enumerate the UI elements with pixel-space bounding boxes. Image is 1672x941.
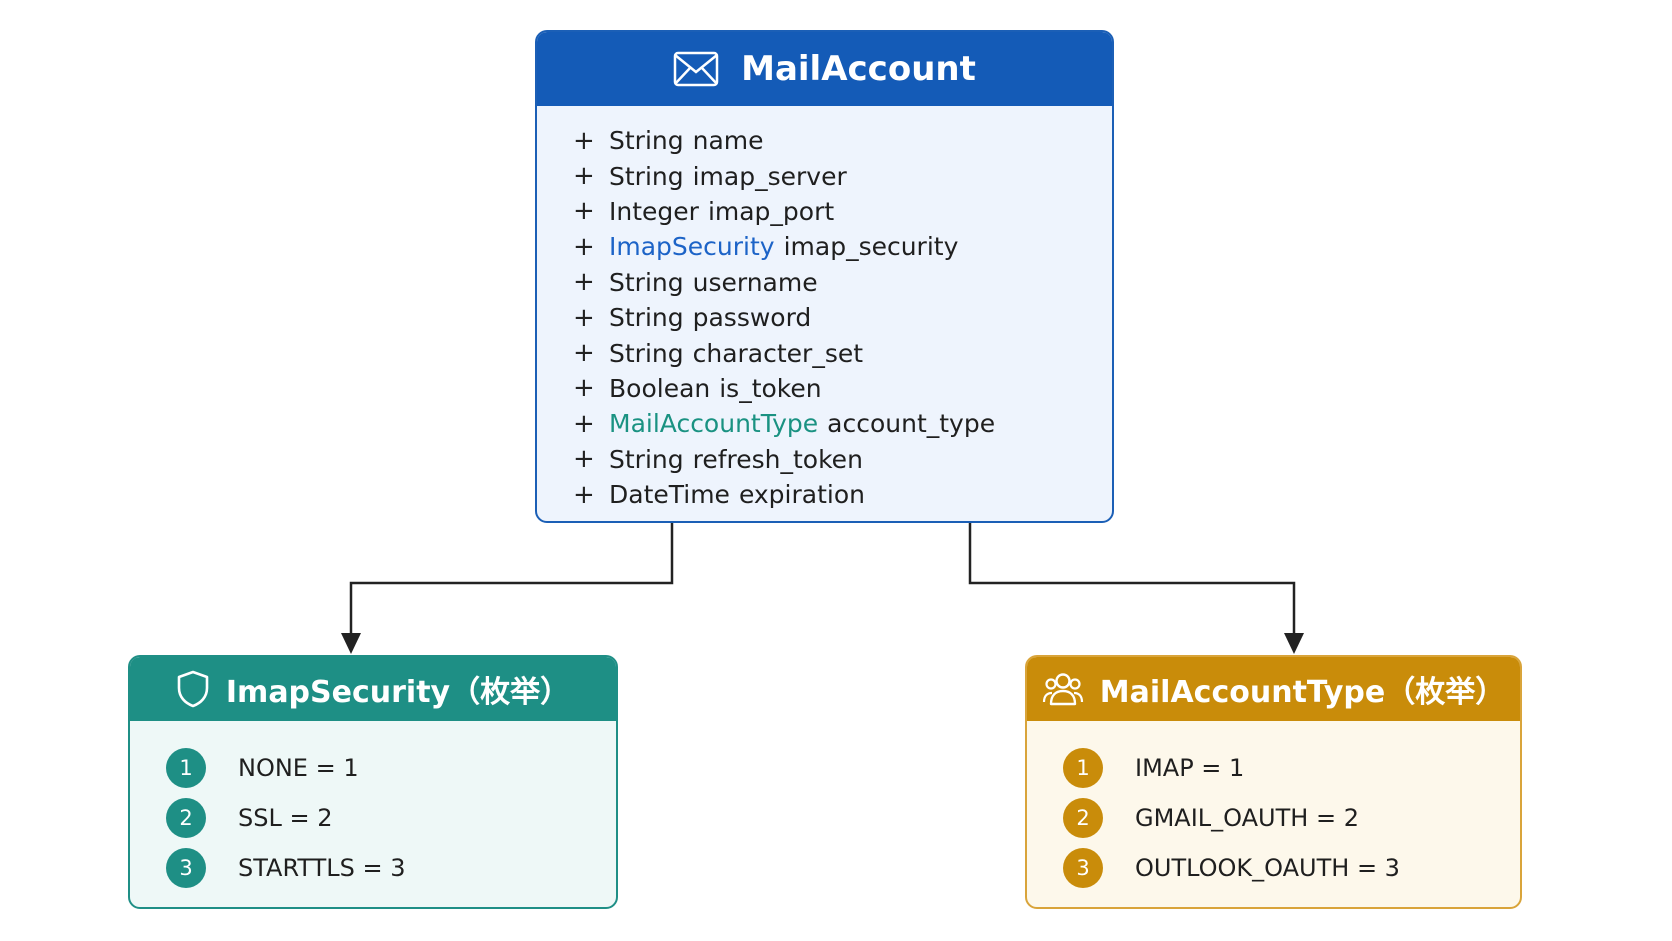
mailaccounttype-enum-box: MailAccountType（枚举） 1 IMAP = 1 2 GMAIL_OAUT… (1025, 655, 1522, 909)
field-name: character_set (692, 338, 864, 368)
field-row: + DateTime expiration (537, 477, 1112, 512)
field-type: DateTime (609, 480, 730, 510)
field-visibility-marker: + (573, 231, 595, 262)
field-visibility-marker: + (573, 373, 595, 404)
field-type: ImapSecurity (609, 232, 775, 262)
enum-value-label: IMAP = 1 (1135, 754, 1245, 782)
field-name: account_type (827, 409, 996, 439)
imapsecurity-enum-box: ImapSecurity（枚举） 1 NONE = 1 2 SSL = 2 3 START… (128, 655, 618, 909)
field-type: Integer (609, 196, 699, 226)
enum-number-badge: 2 (166, 798, 206, 838)
field-name: expiration (738, 480, 865, 510)
field-type: String (609, 338, 684, 368)
enum-value-row: 2 GMAIL_OAUTH = 2 (1027, 793, 1520, 843)
field-visibility-marker: + (573, 196, 595, 227)
imapsecurity-values: 1 NONE = 1 2 SSL = 2 3 STARTTLS = 3 (130, 721, 616, 893)
enum-value-row: 3 STARTTLS = 3 (130, 843, 616, 893)
field-type: Boolean (609, 373, 711, 403)
field-type: String (609, 161, 684, 191)
enum-value-row: 1 NONE = 1 (130, 743, 616, 793)
mailaccounttype-title: MailAccountType（枚举） (1099, 675, 1506, 710)
field-row: + String password (537, 300, 1112, 335)
mailaccounttype-values: 1 IMAP = 1 2 GMAIL_OAUTH = 2 3 OUTLOOK_OAUTH … (1027, 721, 1520, 893)
mailaccount-title: MailAccount (741, 49, 976, 89)
field-row: + Boolean is_token (537, 371, 1112, 406)
enum-number-badge: 2 (1063, 798, 1103, 838)
field-row: + String imap_server (537, 158, 1112, 193)
field-visibility-marker: + (573, 161, 595, 192)
field-visibility-marker: + (573, 444, 595, 475)
field-name: refresh_token (692, 444, 863, 474)
field-visibility-marker: + (573, 267, 595, 298)
field-type: String (609, 303, 684, 333)
enum-value-label: GMAIL_OAUTH = 2 (1135, 804, 1359, 832)
field-name: imap_server (692, 161, 847, 191)
field-row: + String character_set (537, 335, 1112, 370)
imapsecurity-header: ImapSecurity（枚举） (130, 657, 616, 721)
enum-number-badge: 3 (166, 848, 206, 888)
field-row: + Integer imap_port (537, 194, 1112, 229)
field-name: imap_port (707, 196, 835, 226)
field-visibility-marker: + (573, 338, 595, 369)
field-visibility-marker: + (573, 302, 595, 333)
enum-value-row: 2 SSL = 2 (130, 793, 616, 843)
enum-value-label: STARTTLS = 3 (238, 854, 406, 882)
field-type: String (609, 444, 684, 474)
field-row: + ImapSecurity imap_security (537, 229, 1112, 264)
field-row: + String refresh_token (537, 442, 1112, 477)
field-visibility-marker: + (573, 125, 595, 156)
enum-value-row: 3 OUTLOOK_OAUTH = 3 (1027, 843, 1520, 893)
field-name: is_token (719, 373, 822, 403)
field-type: String (609, 267, 684, 297)
enum-value-label: NONE = 1 (238, 754, 359, 782)
enum-number-badge: 1 (166, 748, 206, 788)
field-visibility-marker: + (573, 408, 595, 439)
enum-value-row: 1 IMAP = 1 (1027, 743, 1520, 793)
field-list: + String name + String imap_server + Integer ima… (537, 106, 1112, 512)
connector-to-mailaccounttype (968, 523, 1304, 654)
imapsecurity-title: ImapSecurity（枚举） (225, 675, 571, 710)
mailaccount-header: MailAccount (537, 32, 1112, 106)
field-row: + MailAccountType account_type (537, 406, 1112, 441)
field-name: imap_security (783, 232, 959, 262)
enum-number-badge: 1 (1063, 748, 1103, 788)
mailaccount-class-box: MailAccount + String name + String imap_serve… (535, 30, 1114, 523)
field-name: username (692, 267, 818, 297)
connector-to-imapsecurity (341, 523, 674, 654)
enum-value-label: SSL = 2 (238, 804, 333, 832)
mailaccounttype-header: MailAccountType（枚举） (1027, 657, 1520, 721)
field-name: name (692, 126, 764, 156)
field-row: + String username (537, 265, 1112, 300)
envelope-icon (673, 51, 719, 87)
enum-value-label: OUTLOOK_OAUTH = 3 (1135, 854, 1400, 882)
field-type: String (609, 126, 684, 156)
field-row: + String name (537, 123, 1112, 158)
field-type: MailAccountType (609, 409, 819, 439)
shield-icon (177, 670, 209, 708)
users-icon (1042, 673, 1083, 706)
field-name: password (692, 303, 812, 333)
field-visibility-marker: + (573, 479, 595, 510)
enum-number-badge: 3 (1063, 848, 1103, 888)
